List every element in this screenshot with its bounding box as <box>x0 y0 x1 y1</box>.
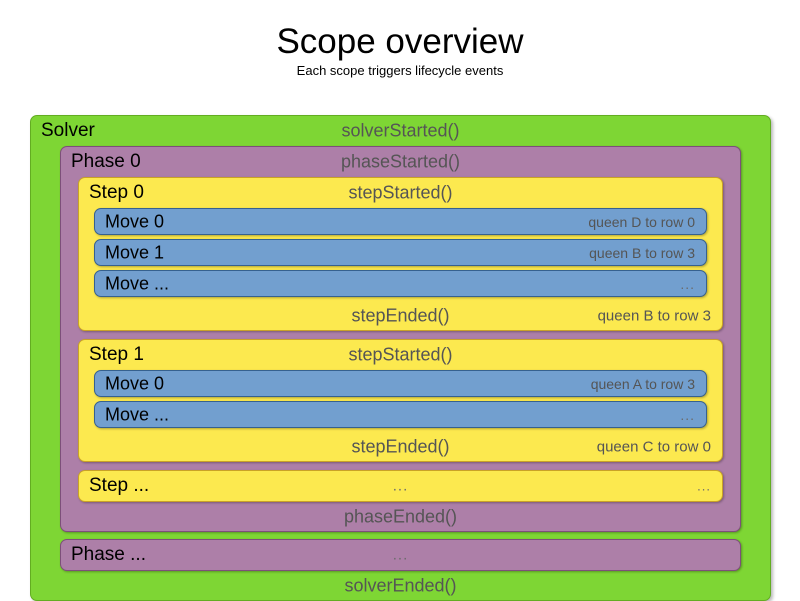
step-started-event-0-1: stepStarted() <box>348 344 453 365</box>
step-scope-0-0[interactable]: Step 0 stepStarted() Move 0 queen D to r… <box>78 177 723 331</box>
move-scope-0-0-0[interactable]: Move 0 queen D to row 0 <box>94 208 707 235</box>
step-label-0-1: Step 1 <box>89 344 144 365</box>
step-ended-row-0-1: stepEnded() queen C to row 0 <box>79 432 722 461</box>
phase-ended-event-0: phaseEnded() <box>343 506 458 526</box>
move-label-0-1-1: Move ... <box>105 404 170 424</box>
move-detail-0-1-1: ... <box>680 406 695 423</box>
step-children-0-0: Move 0 queen D to row 0 Move 1 queen B t… <box>79 208 722 297</box>
phase-started-row-0: Phase 0 phaseStarted() <box>61 147 740 177</box>
step-ended-detail-0-2: ... <box>697 478 711 494</box>
step-started-row-0-1: Step 1 stepStarted() <box>79 340 722 370</box>
phase-scope-0[interactable]: Phase 0 phaseStarted() Step 0 stepStarte… <box>60 146 741 532</box>
phase-scope-1[interactable]: Phase ... ... <box>60 539 741 571</box>
move-scope-0-1-0[interactable]: Move 0 queen A to row 3 <box>94 370 707 397</box>
spacer <box>78 331 723 339</box>
page-header: Scope overview Each scope triggers lifec… <box>0 0 800 78</box>
phase-label-0: Phase 0 <box>71 151 141 172</box>
move-label-0-1-0: Move 0 <box>105 373 165 393</box>
move-scope-0-0-2[interactable]: Move ... ... <box>94 270 707 297</box>
solver-children: Phase 0 phaseStarted() Step 0 stepStarte… <box>31 146 770 571</box>
solver-ended-row: solverEnded() <box>31 571 770 600</box>
step-started-event-0-0: stepStarted() <box>348 182 453 203</box>
move-label-0-0-0: Move 0 <box>105 211 165 231</box>
solver-label: Solver <box>41 120 95 141</box>
spacer <box>78 462 723 470</box>
phase-children-0: Step 0 stepStarted() Move 0 queen D to r… <box>61 177 740 502</box>
step-scope-0-2[interactable]: Step ... ... ... <box>78 470 723 502</box>
step-children-0-1: Move 0 queen A to row 3 Move ... ... <box>79 370 722 428</box>
step-ellipsis-row-0-2: Step ... ... ... <box>79 471 722 501</box>
solver-scope[interactable]: Solver solverStarted() Phase 0 phaseStar… <box>30 115 771 601</box>
phase-started-event-0: phaseStarted() <box>340 151 461 172</box>
step-ended-detail-0-1: queen C to row 0 <box>596 438 711 455</box>
step-label-0-0: Step 0 <box>89 182 144 203</box>
solver-started-event: solverStarted() <box>341 120 460 141</box>
step-ended-detail-0-0: queen B to row 3 <box>597 307 711 324</box>
phase-ellipsis-row-1: Phase ... ... <box>61 540 740 570</box>
page-subtitle: Each scope triggers lifecycle events <box>296 63 504 79</box>
step-started-event-0-2: ... <box>392 477 409 495</box>
solver-started-row: Solver solverStarted() <box>31 116 770 146</box>
phase-label-1: Phase ... <box>71 544 146 565</box>
step-label-0-2: Step ... <box>89 475 150 496</box>
move-detail-0-1-0: queen A to row 3 <box>590 375 695 392</box>
solver-ended-event: solverEnded() <box>344 575 457 595</box>
step-ended-row-0-0: stepEnded() queen B to row 3 <box>79 301 722 330</box>
move-detail-0-0-2: ... <box>680 275 695 292</box>
phase-ended-row-0: phaseEnded() <box>61 502 740 531</box>
move-detail-0-0-0: queen D to row 0 <box>588 213 695 230</box>
step-started-row-0-0: Step 0 stepStarted() <box>79 178 722 208</box>
step-scope-0-1[interactable]: Step 1 stepStarted() Move 0 queen A to r… <box>78 339 723 462</box>
move-scope-0-1-1[interactable]: Move ... ... <box>94 401 707 428</box>
spacer <box>60 532 741 539</box>
move-label-0-0-2: Move ... <box>105 273 170 293</box>
move-label-0-0-1: Move 1 <box>105 242 165 262</box>
phase-started-event-1: ... <box>392 546 409 564</box>
page-title: Scope overview <box>276 22 524 61</box>
move-scope-0-0-1[interactable]: Move 1 queen B to row 3 <box>94 239 707 266</box>
move-detail-0-0-1: queen B to row 3 <box>589 244 695 261</box>
